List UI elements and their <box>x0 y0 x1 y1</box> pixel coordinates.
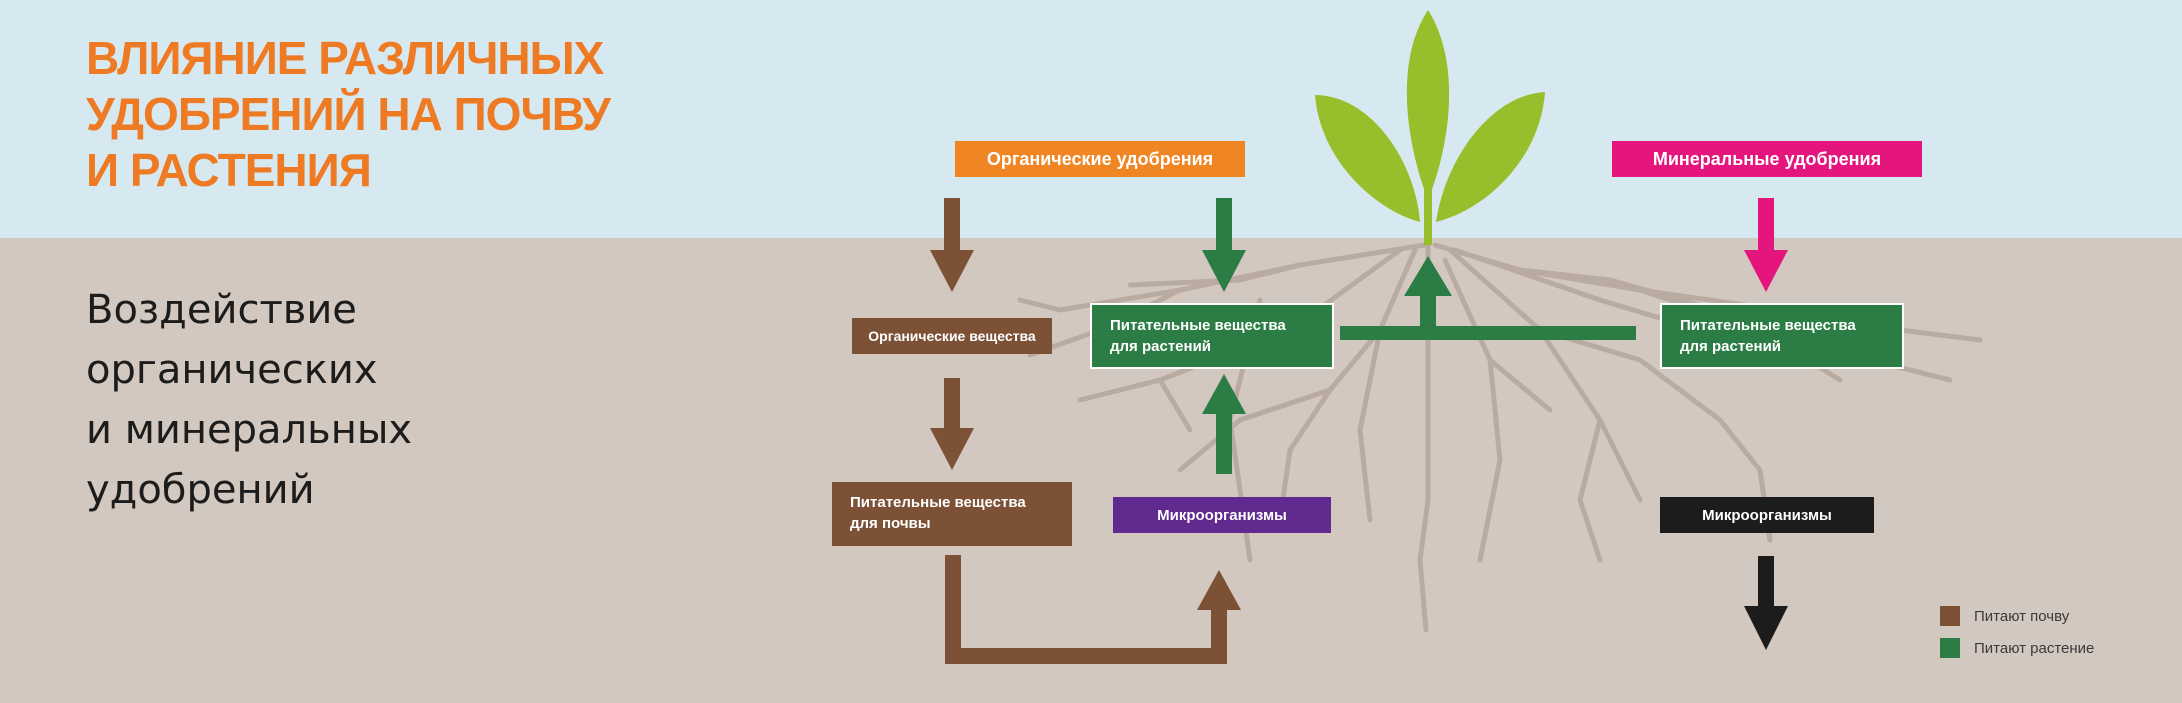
box-line: Питательные вещества <box>1110 317 1286 334</box>
page-subtitle: Воздействие органических и минеральных у… <box>86 280 506 520</box>
arrow-mineral-microorganisms-down <box>1744 556 1788 650</box>
plant-stem <box>1424 180 1432 245</box>
legend-item: Питают почву <box>1940 600 2094 632</box>
arrow-matter-to-soil-nutrients <box>930 378 974 470</box>
microorganisms-box-right: Микроорганизмы <box>1660 497 1874 533</box>
leaf-right <box>1436 92 1545 222</box>
box-line: Питательные вещества <box>1680 317 1856 334</box>
legend-label: Питают почву <box>1974 607 2070 625</box>
soil-nutrients-box: Питательные вещества для почвы <box>832 482 1072 546</box>
organic-matter-box: Органические вещества <box>852 318 1052 354</box>
microorganisms-box-left: Микроорганизмы <box>1113 497 1331 533</box>
arrow-soil-nutrients-to-microorganisms <box>945 555 1241 664</box>
title-line: ВЛИЯНИЕ РАЗЛИЧНЫХ <box>86 32 604 84</box>
box-line: Питательные вещества <box>850 494 1026 511</box>
arrow-nutrients-to-plant <box>1404 256 1452 332</box>
mineral-fertilizers-label: Минеральные удобрения <box>1612 141 1922 177</box>
leaf-left <box>1315 95 1420 222</box>
diagram-arrows <box>930 198 1788 664</box>
plant-sprout <box>1315 10 1545 245</box>
plant-nutrients-box-left: Питательные вещества для растений <box>1090 303 1334 369</box>
box-line: для растений <box>1110 338 1212 355</box>
box-line: для почвы <box>850 515 931 532</box>
organic-fertilizers-label: Органические удобрения <box>955 141 1245 177</box>
legend-item: Питают растение <box>1940 632 2094 664</box>
leaf-center <box>1406 10 1450 200</box>
legend-label: Питают растение <box>1974 639 2095 657</box>
subtitle-line: удобрений <box>86 467 315 513</box>
subtitle-line: Воздействие <box>86 287 357 333</box>
legend-swatch-soil <box>1940 606 1960 626</box>
title-line: И РАСТЕНИЯ <box>86 144 372 196</box>
page-title: ВЛИЯНИЕ РАЗЛИЧНЫХ УДОБРЕНИЙ НА ПОЧВУ И Р… <box>86 30 686 198</box>
legend: Питают почву Питают растение <box>1940 600 2094 664</box>
subtitle-line: и минеральных <box>86 407 413 453</box>
arrow-microorganisms-to-plant-nutrients <box>1202 374 1246 474</box>
arrow-organic-to-matter <box>930 198 974 292</box>
arrow-mineral-to-plant-nutrients <box>1744 198 1788 292</box>
legend-swatch-plant <box>1940 638 1960 658</box>
title-line: УДОБРЕНИЙ НА ПОЧВУ <box>86 88 611 140</box>
nutrient-connector-bar <box>1340 326 1636 340</box>
box-line: для растений <box>1680 338 1782 355</box>
arrow-organic-to-plant-nutrients <box>1202 198 1246 292</box>
plant-nutrients-box-right: Питательные вещества для растений <box>1660 303 1904 369</box>
plant-roots <box>1017 237 1983 633</box>
subtitle-line: органических <box>86 347 378 393</box>
sky-background <box>0 0 2182 238</box>
